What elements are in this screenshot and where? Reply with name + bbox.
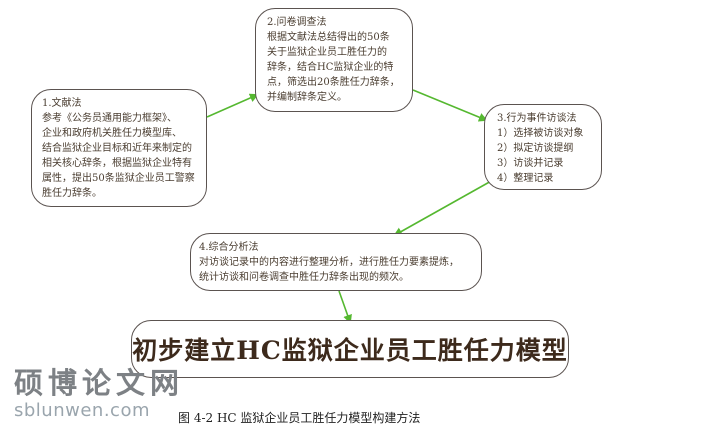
box-line: 属性，提出50条监狱企业员工警察 [42, 173, 195, 184]
box-line: 1）选择被访谈对象 [497, 128, 584, 139]
watermark-url: sblunwen.com [14, 400, 150, 421]
analysis-method-box: 4.综合分析法 对访谈记录中的内容进行整理分析，进行胜任力要素提炼， 统计访谈和… [190, 233, 482, 291]
arrow-1-to-2 [206, 93, 259, 118]
figure-caption: 图 4-2 HC 监狱企业员工胜任力模型构建方法 [178, 411, 421, 425]
watermark-chinese: 硕博论文网 [14, 366, 185, 400]
box-line: 相关核心辞条，根据监狱企业特有 [42, 158, 192, 169]
box-line: 参考《公务员通用能力框架》、 [42, 113, 177, 124]
box-line: 关于监狱企业员工胜任力的 [267, 47, 387, 58]
arrow-3-to-4 [393, 179, 494, 236]
watermark: 硕博论文网 sblunwen.com [14, 366, 184, 422]
box-title: 1.文献法 [42, 98, 82, 109]
box-line: 结合监狱企业目标和近年来制定的 [42, 143, 192, 154]
box-line: 根据文献法总结得出的50条 [267, 32, 390, 43]
box-line: 并编制辞条定义。 [267, 92, 347, 103]
arrow-4-to-result [338, 290, 352, 324]
box-line: 辞条，结合HC监狱企业的特 [267, 62, 394, 73]
result-box: 初步建立HC监狱企业员工胜任力模型 [131, 320, 569, 378]
box-line: 2）拟定访谈提纲 [497, 143, 574, 154]
box-line: 4）整理记录 [497, 173, 554, 184]
box-title: 3.行为事件访谈法 [497, 113, 577, 124]
box-line: 3）访谈并记录 [497, 158, 564, 169]
box-line: 企业和政府机关胜任力模型库、 [42, 128, 182, 139]
literature-method-box: 1.文献法 参考《公务员通用能力框架》、 企业和政府机关胜任力模型库、 结合监狱… [31, 89, 207, 207]
box-line: 统计访谈和问卷调查中胜任力辞条出现的频次。 [199, 272, 409, 283]
interview-method-box: 3.行为事件访谈法 1）选择被访谈对象 2）拟定访谈提纲 3）访谈并记录 4）整… [484, 104, 602, 190]
box-line: 对访谈记录中的内容进行整理分析，进行胜任力要素提炼， [199, 257, 459, 268]
box-title: 2.问卷调查法 [267, 17, 327, 28]
questionnaire-method-box: 2.问卷调查法 根据文献法总结得出的50条 关于监狱企业员工胜任力的 辞条，结合… [255, 8, 413, 112]
box-line: 点，筛选出20条胜任力辞条， [267, 77, 400, 88]
arrow-2-to-3 [412, 89, 488, 122]
box-line: 胜任力辞条。 [42, 188, 102, 199]
box-title: 4.综合分析法 [199, 242, 259, 253]
result-text: 初步建立HC监狱企业员工胜任力模型 [132, 336, 568, 365]
